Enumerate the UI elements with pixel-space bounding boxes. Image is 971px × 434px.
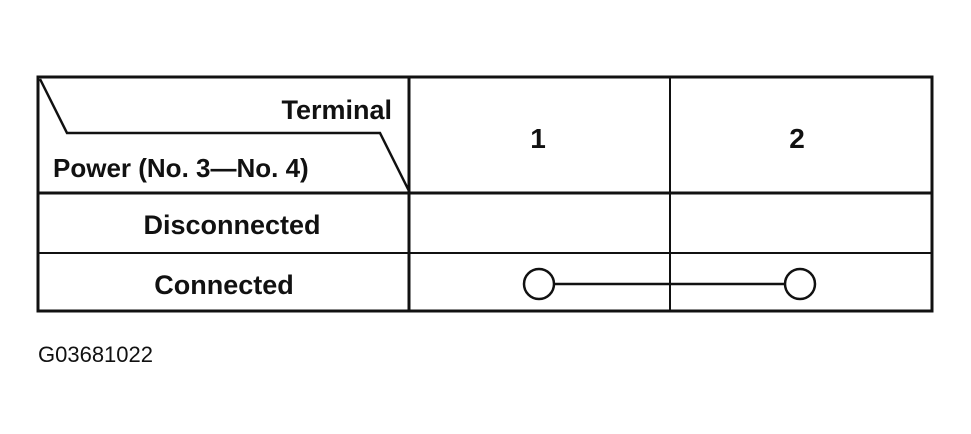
power-header-label: Power (No. 3—No. 4)	[53, 153, 309, 183]
continuity-connection	[522, 267, 817, 301]
terminal-1-node	[522, 267, 556, 301]
header-corner-divider	[38, 78, 411, 192]
terminal-2-node	[783, 267, 817, 301]
terminal-column-1: 1	[530, 123, 546, 154]
row-label-connected: Connected	[154, 270, 294, 300]
terminal-header-label: Terminal	[281, 95, 392, 125]
figure-id: G03681022	[38, 342, 153, 367]
terminal-column-2: 2	[789, 123, 805, 154]
row-label-disconnected: Disconnected	[143, 210, 320, 240]
